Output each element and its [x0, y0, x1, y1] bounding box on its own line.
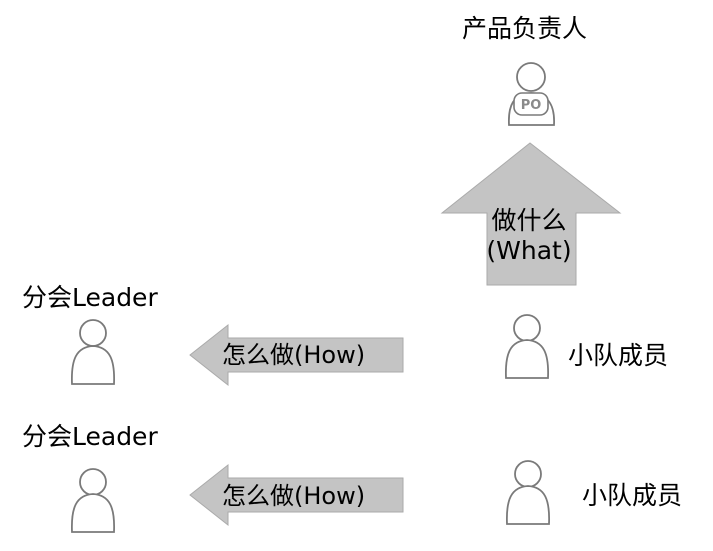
po-badge: [513, 92, 549, 116]
how-left-arrow-2: [189, 463, 404, 527]
member-label-1: 小队成员: [568, 341, 669, 370]
po-badge-text: PO: [521, 98, 542, 113]
leader-person-icon-1: [71, 319, 115, 385]
how-arrow-label-2: 怎么做(How): [222, 482, 366, 510]
how-left-arrow-1: [189, 323, 404, 387]
what-arrow-label: 做什么 (What): [470, 206, 588, 266]
what-up-arrow: [440, 142, 622, 286]
member-person-icon-1: [505, 314, 549, 379]
leader-title-2: 分会Leader: [22, 422, 158, 451]
member-label-2: 小队成员: [582, 481, 683, 510]
member-person-icon-2: [506, 460, 550, 525]
what-arrow-label-line2: (What): [486, 236, 572, 265]
product-owner-title: 产品负责人: [462, 14, 588, 43]
how-arrow-label-1: 怎么做(How): [222, 341, 366, 369]
leader-person-icon-2: [71, 468, 115, 533]
what-arrow-label-line1: 做什么: [491, 206, 567, 235]
product-owner-person-icon: PO: [508, 62, 555, 126]
leader-title-1: 分会Leader: [22, 283, 158, 312]
